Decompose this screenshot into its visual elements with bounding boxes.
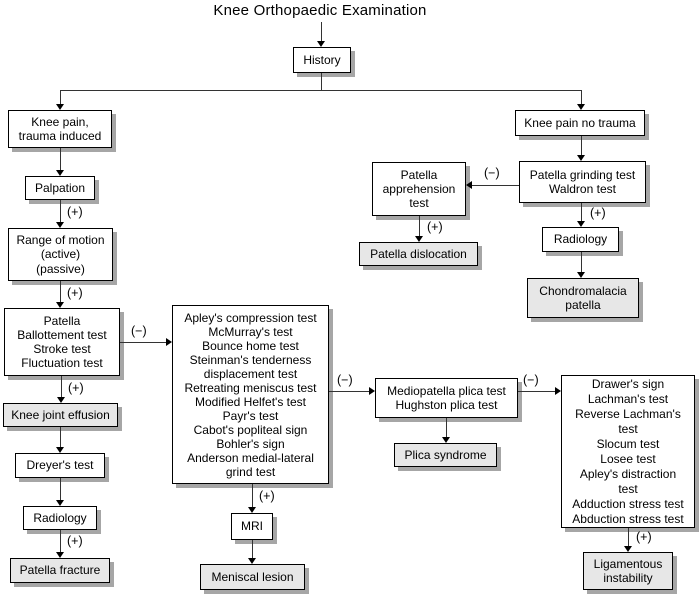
node-history: History — [293, 47, 351, 73]
connector-radiology-chondromalacia — [581, 252, 582, 272]
node-patella-fracture: Patella fracture — [10, 558, 110, 583]
node-ligament-tests: Drawer's sign Lachman's test Reverse Lac… — [561, 375, 695, 528]
minus-label: (−) — [337, 373, 353, 387]
node-knee-joint-effusion: Knee joint effusion — [3, 403, 118, 427]
connector-grinding-apprehension — [472, 185, 519, 186]
node-effusion-tests: Patella Ballottement test Stroke test Fl… — [4, 308, 120, 376]
node-plica-syndrome: Plica syndrome — [394, 443, 497, 467]
arrowhead-meniscus-tests — [166, 338, 172, 346]
node-chondromalacia: Chondromalacia patella — [527, 278, 639, 318]
arrowhead-apprehension-test — [466, 181, 472, 189]
node-patella-dislocation: Patella dislocation — [359, 242, 478, 266]
connector-ligament-instability — [628, 528, 629, 546]
node-knee-pain-no-trauma: Knee pain no trauma — [515, 110, 645, 136]
minus-label: (−) — [523, 373, 539, 387]
node-mri: MRI — [231, 513, 273, 540]
node-meniscus-tests: Apley's compression test McMurray's test… — [172, 305, 329, 484]
plus-label: (+) — [68, 381, 84, 395]
node-radiology-left: Radiology — [23, 506, 97, 530]
arrowhead-plica-tests — [369, 387, 375, 395]
arrowhead-patella-dislocation — [415, 236, 423, 242]
connector-dreyers-radiology — [60, 478, 61, 500]
arrowhead-patella-fracture — [56, 552, 64, 558]
plus-label: (+) — [259, 489, 275, 503]
connector-mri-lesion — [252, 540, 253, 558]
arrowhead-mri — [248, 507, 256, 513]
node-range-of-motion: Range of motion (active) (passive) — [8, 228, 113, 281]
plus-label: (+) — [67, 205, 83, 219]
node-knee-pain-trauma: Knee pain, trauma induced — [8, 110, 112, 148]
node-meniscal-lesion: Meniscal lesion — [200, 564, 305, 590]
minus-label: (−) — [484, 166, 500, 180]
node-radiology-right: Radiology — [542, 227, 619, 252]
node-dreyers-test: Dreyer's test — [15, 453, 105, 478]
arrowhead-dreyers — [56, 447, 64, 453]
connector-radiology-fracture — [60, 530, 61, 552]
arrowhead-effusion-tests — [56, 302, 64, 308]
connector-effusion-dreyers — [60, 427, 61, 447]
arrowhead-knee-joint-effusion — [57, 397, 65, 403]
connector-meniscus-mri — [252, 484, 253, 507]
connector-rom-effusion-tests — [60, 281, 61, 302]
arrowhead-meniscal-lesion — [248, 558, 256, 564]
arrowhead-radiology-right — [577, 221, 585, 227]
connector-trauma-palpation — [60, 148, 61, 170]
connector-palpation-rom — [60, 200, 61, 222]
arrowhead-radiology-left — [56, 500, 64, 506]
arrowhead-ligamentous-instability — [624, 546, 632, 552]
connector-grinding-radiology — [581, 203, 582, 221]
diagram-title: Knee Orthopaedic Examination — [213, 2, 427, 19]
minus-label: (−) — [131, 324, 147, 338]
plus-label: (+) — [636, 530, 652, 544]
arrowhead-history — [317, 41, 325, 47]
connector-plica-ligament — [518, 391, 555, 392]
plus-label: (+) — [67, 534, 83, 548]
connector-plica-syndrome — [446, 418, 447, 437]
arrowhead-palpation — [56, 170, 64, 176]
arrowhead-knee-pain-trauma — [56, 104, 64, 110]
connector-split-right — [581, 90, 582, 104]
arrowhead-rom — [56, 222, 64, 228]
connector-meniscus-plica — [329, 391, 369, 392]
connector-tests-effusion — [61, 376, 62, 397]
node-ligamentous-instability: Ligamentous instability — [583, 552, 673, 590]
connector-history-split — [321, 73, 322, 90]
arrowhead-chondromalacia — [577, 272, 585, 278]
arrowhead-grinding-tests — [577, 155, 585, 161]
connector-split-horizontal — [60, 90, 582, 91]
arrowhead-ligament-tests — [555, 387, 561, 395]
node-palpation: Palpation — [25, 176, 95, 200]
node-plica-tests: Mediopatella plica test Hughston plica t… — [375, 378, 518, 418]
node-grinding-tests: Patella grinding test Waldron test — [519, 161, 646, 203]
connector-title-history — [321, 22, 322, 41]
arrowhead-plica-syndrome — [442, 437, 450, 443]
plus-label: (+) — [590, 206, 606, 220]
plus-label: (+) — [67, 286, 83, 300]
connector-split-left — [60, 90, 61, 104]
plus-label: (+) — [427, 220, 443, 234]
connector-apprehension-dislocation — [419, 216, 420, 236]
arrowhead-knee-pain-no-trauma — [577, 104, 585, 110]
connector-tests-meniscus — [120, 342, 166, 343]
connector-notrauma-grinding — [581, 136, 582, 155]
node-apprehension-test: Patella apprehension test — [372, 162, 466, 216]
